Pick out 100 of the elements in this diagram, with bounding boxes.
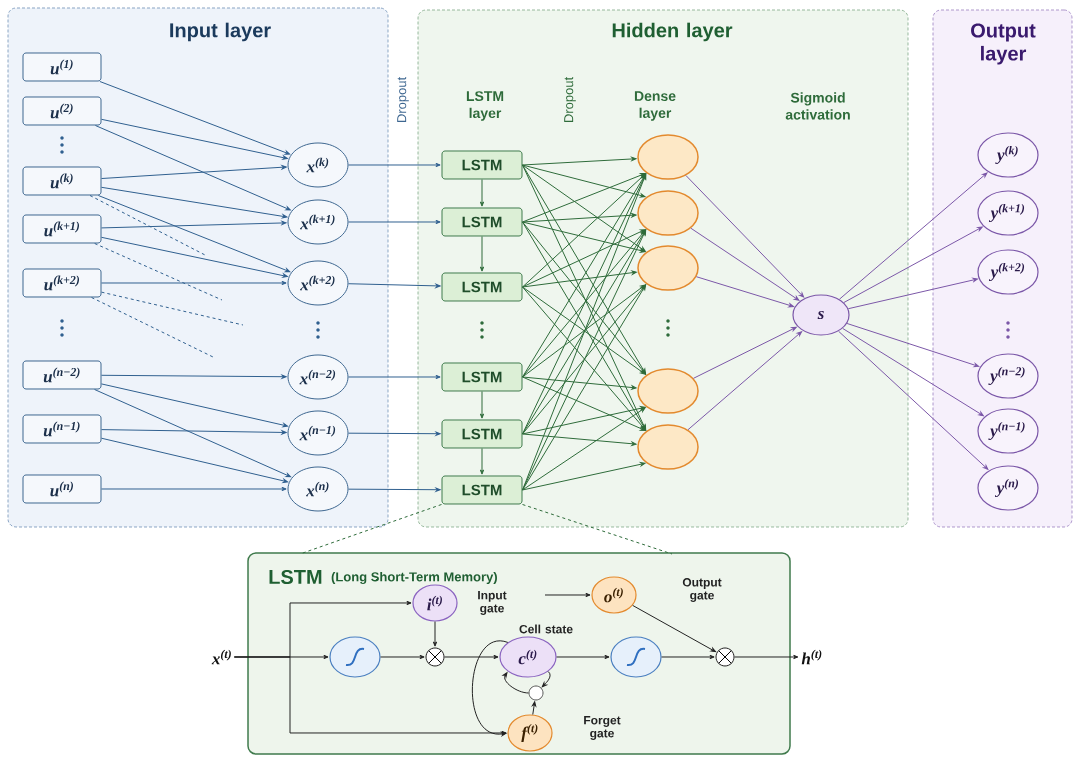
arrow	[544, 592, 591, 598]
arrow	[687, 331, 803, 431]
arrow	[101, 118, 288, 160]
arrow	[522, 213, 637, 223]
arrow	[522, 376, 646, 431]
arrow	[380, 654, 425, 660]
arrow	[734, 654, 799, 660]
input-box: u$^{(2)}$	[22, 96, 102, 126]
sigmoid-function-circle	[610, 636, 662, 678]
arrow	[101, 374, 287, 379]
arrow	[541, 671, 551, 688]
arrow	[479, 236, 485, 272]
lstm-cell-box: LSTM	[441, 272, 523, 302]
arrow	[479, 448, 485, 475]
arrow	[101, 220, 287, 229]
arrow	[522, 284, 647, 491]
arrow	[94, 125, 291, 211]
arrow	[348, 487, 441, 492]
arrow	[101, 280, 287, 286]
arrow	[685, 175, 805, 298]
arrow	[502, 672, 529, 694]
arrow	[522, 462, 646, 491]
arrow	[472, 640, 509, 737]
arrow	[532, 701, 537, 715]
arrow	[522, 433, 637, 446]
arrow	[233, 656, 507, 736]
arrow	[97, 195, 291, 273]
arrow	[348, 431, 441, 436]
arrow	[101, 437, 289, 483]
dashed-line	[89, 195, 206, 256]
arrow	[101, 383, 288, 428]
dashed-line	[101, 291, 244, 326]
neuron-circle	[637, 245, 699, 291]
arrow	[842, 327, 984, 417]
arrow	[556, 654, 610, 660]
lstm-cell-box: LSTM	[441, 419, 523, 449]
arrow	[99, 81, 291, 155]
arrow	[479, 179, 485, 207]
arrow	[479, 391, 485, 419]
dashed-line	[94, 243, 223, 301]
arrow	[101, 186, 288, 219]
arrow	[661, 654, 715, 660]
arrow	[348, 283, 441, 288]
dropout-label: Dropout	[564, 76, 576, 123]
arrow	[847, 277, 978, 310]
arrow	[101, 236, 288, 278]
arrow	[522, 156, 637, 166]
arrow	[94, 389, 292, 478]
column-label: Sigmoid activation	[785, 92, 850, 120]
input-box: u$^{(n−2)}$	[22, 360, 102, 390]
multiply-symbol	[425, 647, 445, 667]
arrow	[444, 654, 499, 660]
input-box: u$^{(n−1)}$	[22, 414, 102, 444]
arrow	[690, 227, 800, 301]
column-label: Dense layer	[634, 91, 676, 121]
arrow	[522, 406, 646, 435]
column-label: LSTM layer	[466, 91, 504, 121]
input-box: u$^{(k)}$	[22, 166, 102, 196]
dropout-label: Dropout	[397, 76, 409, 123]
neuron-circle	[637, 134, 699, 180]
arrow	[522, 164, 646, 252]
arrow	[348, 374, 441, 380]
multiply-symbol	[715, 647, 735, 667]
arrow	[522, 407, 646, 491]
gate-label: Forget gate	[584, 716, 621, 740]
arrow	[432, 621, 438, 647]
arrow	[348, 219, 441, 225]
arrow	[632, 604, 716, 653]
arrow	[348, 162, 441, 168]
input-box: u$^{(n)}$	[22, 474, 102, 504]
signal-label: h$^{(t)}$	[801, 649, 822, 665]
gate-label: Input gate	[478, 591, 507, 615]
junction-circle	[528, 685, 544, 701]
lstm-cell-box: LSTM	[441, 475, 523, 505]
signal-label: x$^{(t)}$	[211, 649, 231, 665]
gate-label: Cell state	[519, 624, 573, 634]
arrow	[843, 226, 983, 304]
arrow	[522, 221, 646, 253]
dashed-line	[522, 504, 673, 555]
arrow	[838, 330, 989, 470]
input-box: u$^{(1)}$	[22, 52, 102, 82]
dashed-line	[91, 297, 214, 358]
arrow	[522, 173, 646, 288]
neuron-circle	[637, 190, 699, 236]
arrow	[522, 173, 646, 223]
neuron-circle	[637, 368, 699, 414]
arrow	[695, 276, 794, 308]
arrow	[522, 164, 646, 198]
sigmoid-function-circle	[329, 636, 381, 678]
gate-label: Output gate	[682, 578, 722, 602]
lstm-cell-box: LSTM	[441, 207, 523, 237]
input-box: u$^{(k+2)}$	[22, 268, 102, 298]
arrow	[522, 376, 637, 390]
arrow	[522, 270, 637, 288]
neuron-circle	[637, 424, 699, 470]
lstm-cell-box: LSTM	[441, 150, 523, 180]
arrow	[846, 323, 980, 368]
arrow	[693, 326, 797, 379]
arrow	[101, 165, 287, 179]
arrow	[522, 229, 646, 288]
